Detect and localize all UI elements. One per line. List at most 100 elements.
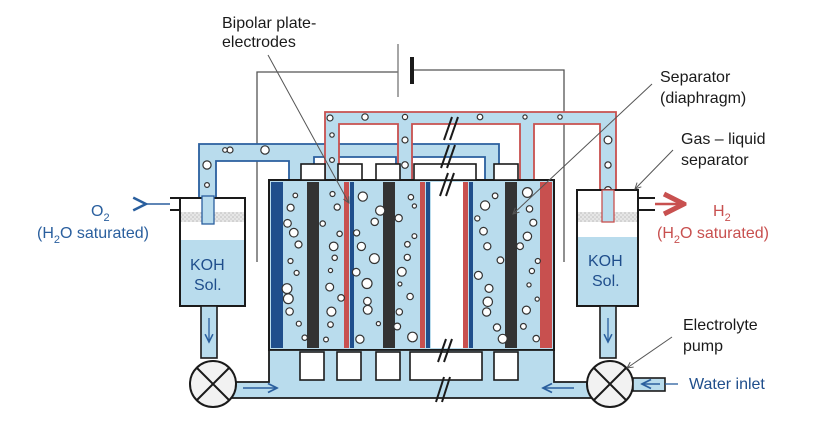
label-water-inlet: Water inlet [689, 376, 765, 393]
gas-bubble [370, 217, 380, 227]
gas-bubble [336, 230, 343, 238]
gas-bubble [394, 213, 403, 223]
gas-bubble [557, 114, 563, 120]
gas-bubble [483, 242, 492, 251]
gas-bubble [406, 292, 414, 301]
label-pump: Electrolyte [683, 317, 758, 334]
label-bipolar-plate-2: electrodes [222, 34, 296, 51]
gas-bubble [534, 257, 541, 265]
label-gas-liquid-2: separator [681, 152, 749, 169]
gas-bubble [515, 242, 524, 251]
leader-pump [627, 336, 673, 368]
gas-bubble [204, 182, 211, 189]
gas-bubble [604, 161, 612, 169]
manifold-block [336, 351, 362, 381]
gas-bubble [396, 266, 407, 277]
leader-gas-liquid [635, 149, 674, 189]
gas-bubble [403, 253, 411, 262]
label-h2-note: (H2O saturated) [657, 225, 769, 246]
label-o2: O2 [91, 203, 110, 224]
label-h2: H2 [713, 203, 731, 224]
gas-bubble [476, 113, 484, 121]
gas-bubble [294, 240, 303, 249]
gas-bubble [329, 132, 335, 138]
gas-bubble [519, 322, 527, 330]
gas-bubble [482, 296, 494, 308]
gas-bubble [474, 215, 481, 222]
gas-bubble [202, 160, 212, 170]
gas-bubble [260, 145, 270, 155]
gas-bubble [521, 187, 533, 199]
gas-bubble [285, 307, 294, 316]
gas-bubble [492, 323, 502, 332]
gas-bubble [473, 270, 483, 280]
label-o2-note: (H2O saturated) [37, 225, 149, 246]
gas-bubble [484, 283, 494, 293]
top-blocks [300, 163, 519, 181]
gas-bubble [481, 307, 492, 317]
gas-bubble [351, 267, 361, 277]
separator-diaphragm [350, 182, 354, 348]
right-electrolyte-pump [586, 360, 634, 408]
gas-bubble [393, 322, 402, 331]
gas-bubble [375, 320, 382, 327]
separator-diaphragm [344, 182, 349, 348]
gas-bubble [292, 192, 299, 199]
label-separator: Separator [660, 69, 731, 86]
label-pump-2: pump [683, 338, 723, 355]
gas-bubble [357, 191, 368, 202]
label-koh-left-2: Sol. [194, 277, 222, 294]
gas-bubble [491, 192, 499, 200]
wire-positive [414, 69, 565, 262]
gas-bubble [368, 253, 380, 265]
gas-bubble [521, 305, 532, 315]
gas-bubble [326, 114, 334, 122]
power-supply [256, 44, 565, 262]
separator-diaphragm [420, 182, 425, 348]
gas-bubble [361, 277, 373, 290]
manifold-block [299, 351, 325, 381]
gas-bubble [401, 113, 409, 121]
gas-bubble [222, 147, 228, 153]
gas-bubble [497, 333, 508, 344]
bipolar-plate [307, 182, 319, 348]
gas-bubble [522, 231, 533, 242]
bipolar-plate [383, 182, 395, 348]
gas-bubble [287, 257, 294, 265]
gas-bubble [325, 282, 335, 292]
gas-bubble [361, 113, 369, 121]
label-koh-right-2: Sol. [592, 273, 620, 290]
gas-bubble [401, 136, 409, 144]
gas-bubble [327, 267, 334, 274]
label-koh-right: KOH [588, 253, 623, 270]
gas-bubble [525, 205, 534, 213]
gas-bubble [529, 218, 538, 227]
electrolyzer-stack [268, 179, 555, 351]
gas-bubble [281, 283, 293, 295]
gas-bubble [355, 334, 365, 344]
gas-bubble [362, 304, 373, 315]
gas-bubble [329, 190, 336, 198]
gas-bubble [479, 200, 491, 211]
gas-bubble [522, 114, 528, 120]
leader-bipolar [267, 54, 349, 203]
gas-bubble [326, 306, 337, 317]
gas-bubble [407, 193, 415, 201]
end-cathode-plate [540, 182, 552, 348]
lower-manifold [229, 349, 601, 399]
gas-bubble [352, 229, 361, 237]
gas-bubble [329, 157, 336, 164]
gas-bubble [356, 241, 367, 252]
manifold-block [493, 351, 519, 381]
water-inlet-pipe [632, 377, 678, 392]
label-gas-liquid: Gas – liquid [681, 131, 766, 148]
gas-bubble [375, 205, 386, 216]
label-separator-2: (diaphragm) [660, 90, 746, 107]
gas-bubble [404, 240, 411, 248]
gas-bubble [363, 296, 372, 306]
gas-bubble [407, 331, 418, 343]
gas-bubble [331, 254, 339, 262]
gas-bubble [526, 282, 532, 288]
gas-bubble [301, 334, 309, 342]
